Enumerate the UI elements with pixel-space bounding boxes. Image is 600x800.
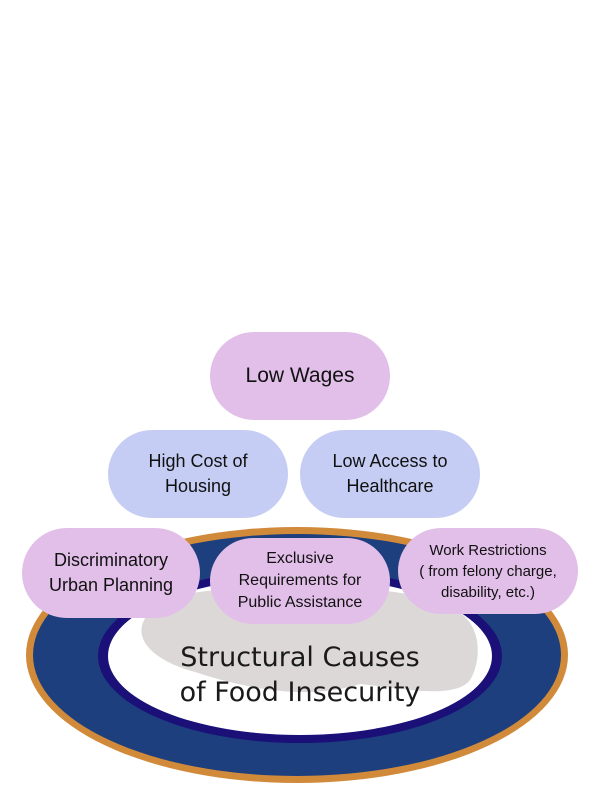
cause-label: High Cost of Housing xyxy=(148,451,248,496)
cause-label: Exclusive Requirements for Public Assist… xyxy=(237,550,363,611)
cause-exclusive-requirements: Exclusive Requirements for Public Assist… xyxy=(210,538,390,624)
cause-high-cost-of-housing: High Cost of Housing xyxy=(108,430,288,518)
cause-work-restrictions: Work Restrictions ( from felony charge, … xyxy=(398,528,578,614)
cause-label: Low Wages xyxy=(245,364,355,387)
cause-low-wages: Low Wages xyxy=(210,332,390,420)
cause-low-access-to-healthcare: Low Access to Healthcare xyxy=(300,430,480,518)
cause-label: Work Restrictions ( from felony charge, … xyxy=(419,541,557,601)
cause-label: Low Access to Healthcare xyxy=(332,451,448,496)
cause-label: Discriminatory Urban Planning xyxy=(48,550,174,595)
cause-discriminatory-urban-planning: Discriminatory Urban Planning xyxy=(22,528,200,618)
diagram-title: Structural Causes of Food Insecurity xyxy=(179,642,421,708)
